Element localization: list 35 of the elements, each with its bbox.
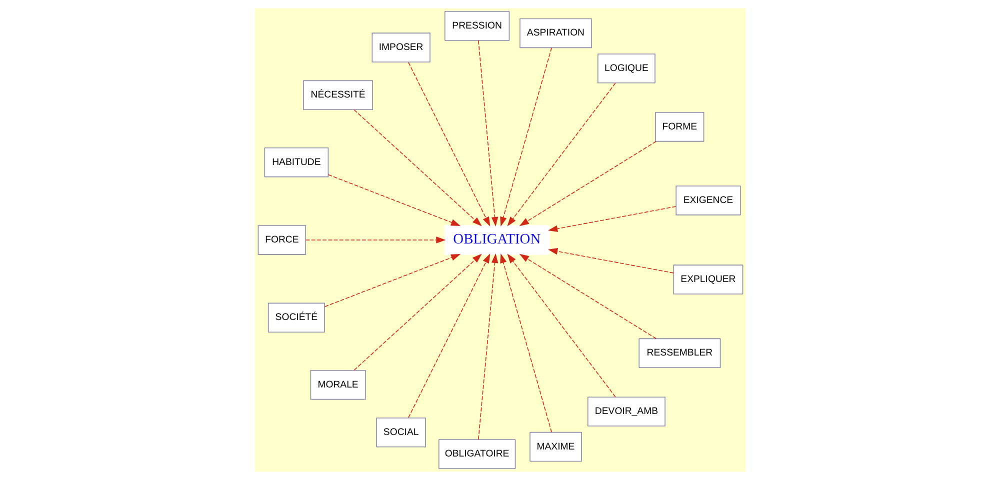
arrow xyxy=(353,109,482,226)
arrow xyxy=(518,140,656,226)
node-box: ASPIRATION xyxy=(519,18,592,48)
node-box: PRESSION xyxy=(444,11,510,41)
node-box: LOGIQUE xyxy=(597,54,655,84)
node-box: FORCE xyxy=(257,225,306,255)
node-box: DEVOIR_AMB xyxy=(586,396,665,426)
node-box: FORME xyxy=(654,112,704,142)
node-box: SOCIÉTÉ xyxy=(267,302,324,333)
arrow xyxy=(500,253,552,433)
arrow xyxy=(408,62,490,227)
arrow xyxy=(353,254,482,371)
node-box: IMPOSER xyxy=(371,32,430,62)
arrow xyxy=(506,254,616,398)
arrow xyxy=(327,174,460,226)
arrow xyxy=(304,236,446,244)
node-box: HABITUDE xyxy=(264,147,328,178)
node-box: SOCIAL xyxy=(376,418,426,448)
node-box: OBLIGATOIRE xyxy=(438,439,516,469)
arrow xyxy=(478,253,498,440)
node-box: EXIGENCE xyxy=(675,186,740,216)
node-box: RESSEMBLER xyxy=(638,338,720,368)
arrow xyxy=(548,248,674,274)
node-box: OBLIGATION xyxy=(444,225,550,255)
arrow xyxy=(478,40,498,227)
node-box: MORALE xyxy=(310,370,366,400)
arrow xyxy=(518,254,656,340)
node-box: EXPLIQUER xyxy=(672,264,743,294)
node-box: NÉCESSITÉ xyxy=(302,80,372,110)
arrow xyxy=(547,206,676,232)
arrow xyxy=(506,82,616,226)
arrow xyxy=(408,253,490,418)
node-box: MAXIME xyxy=(529,432,582,462)
arrow xyxy=(500,47,552,227)
arrow xyxy=(324,254,460,308)
